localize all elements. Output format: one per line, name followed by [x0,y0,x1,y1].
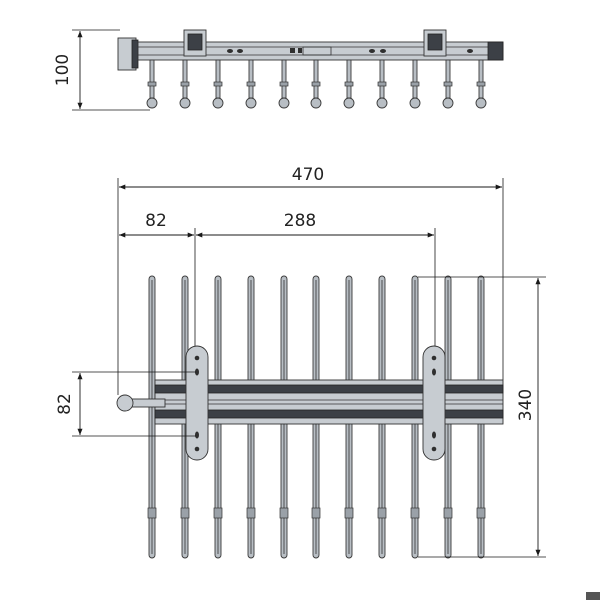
rod-clip [213,507,223,519]
rear-mount-plate [131,39,139,69]
peg-stem [379,59,385,99]
bracket-window [187,33,203,51]
rail-channel [154,409,504,419]
bracket-hole [194,446,200,452]
peg-collar [410,81,420,87]
rod-clip [377,507,387,519]
bracket-slot [195,431,199,439]
peg-tip [146,97,158,109]
side-peg [310,59,322,109]
rod-clip [246,507,256,519]
side-peg [179,59,191,109]
side-peg [343,59,355,109]
peg-tip [278,97,290,109]
peg-collar [344,81,354,87]
bracket-slot [195,368,199,376]
peg-collar [147,81,157,87]
side-view: 100 [53,29,504,111]
peg-stem [215,59,221,99]
peg-stem [149,59,155,99]
mount-bracket-right-top [422,345,446,461]
rail-hole [227,49,233,53]
hanger-rod [147,275,157,559]
peg-collar [443,81,453,87]
rod-clip [311,507,321,519]
dimension-label-rail-height: 82 [55,393,75,415]
dimension-label-depth: 340 [516,389,536,421]
peg-stem [478,59,484,99]
peg-stem [313,59,319,99]
side-peg [278,59,290,109]
side-peg [475,59,487,109]
center-slot [302,46,332,56]
peg-tip [310,97,322,109]
bracket-hole [194,355,200,361]
peg-tip [409,97,421,109]
mount-bracket-left-top [185,345,209,461]
dimension-label-overall-width: 470 [292,165,324,185]
peg-tip [343,97,355,109]
corner-mark [586,592,600,600]
peg-stem [281,59,287,99]
peg-tip [475,97,487,109]
side-peg [212,59,224,109]
peg-tip [442,97,454,109]
side-peg [409,59,421,109]
peg-collar [213,81,223,87]
rod-clip [443,507,453,519]
peg-collar [279,81,289,87]
rail-hole [237,49,243,53]
peg-tip [245,97,257,109]
side-pegs [146,59,487,109]
dimension-label-side-height: 100 [53,54,73,86]
rail-hole [298,48,302,53]
rail-end-cap [487,41,504,61]
peg-collar [377,81,387,87]
rod-clip [410,507,420,519]
bracket-hole [431,355,437,361]
pull-handle-knob [116,394,134,412]
rail-hole [290,48,295,53]
peg-tip [212,97,224,109]
side-peg [442,59,454,109]
peg-stem [346,59,352,99]
peg-tip [179,97,191,109]
rod-clip [344,507,354,519]
peg-stem [182,59,188,99]
rail-hole [467,49,473,53]
peg-tip [376,97,388,109]
dimension-label-handle-offset: 82 [145,211,167,231]
rod-clip [180,507,190,519]
bracket-window [427,33,443,51]
rod-clip [147,507,157,519]
peg-collar [311,81,321,87]
peg-collar [180,81,190,87]
rail-channel [154,384,504,394]
peg-collar [246,81,256,87]
peg-stem [412,59,418,99]
peg-stem [445,59,451,99]
bracket-slot [432,368,436,376]
side-peg [376,59,388,109]
bracket-slot [432,431,436,439]
peg-stem [248,59,254,99]
peg-collar [476,81,486,87]
side-peg [146,59,158,109]
rod-clip [279,507,289,519]
rail-hole [380,49,386,53]
rail-hole [369,49,375,53]
bracket-hole [431,446,437,452]
rod-clip [476,507,486,519]
side-peg [245,59,257,109]
dimension-label-bracket-spacing: 288 [284,211,316,231]
top-view: 470 82 288 82 [55,165,546,559]
